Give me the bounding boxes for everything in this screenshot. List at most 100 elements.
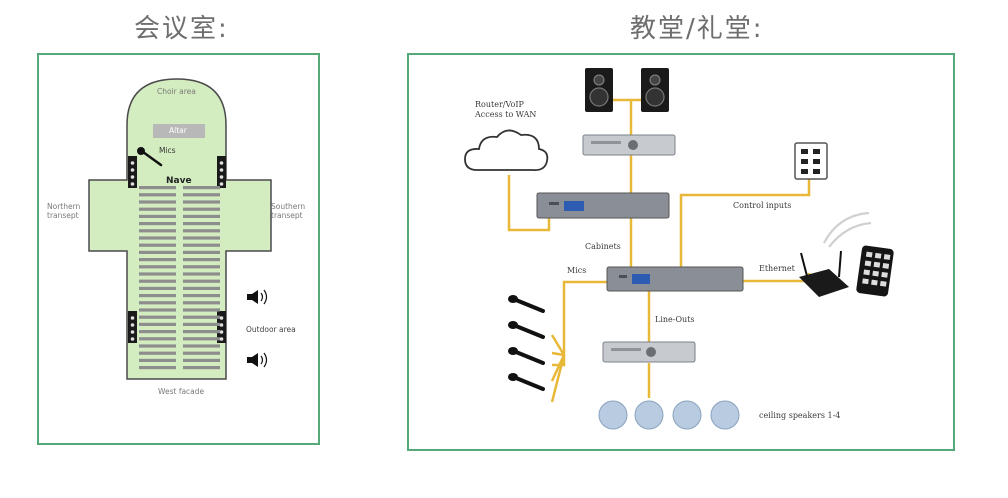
- tablet-icon: [856, 245, 894, 297]
- outdoor-area-label: Outdoor area: [246, 325, 296, 334]
- choir-area-label: Choir area: [157, 87, 196, 96]
- pew-bar: [183, 366, 220, 370]
- pew-bar: [139, 229, 176, 233]
- line-out-amplifier-icon: [602, 341, 696, 363]
- pew-bar: [139, 315, 176, 319]
- pew-bar: [183, 272, 220, 276]
- pew-bar: [183, 344, 220, 348]
- pew-bar: [183, 214, 220, 218]
- pew-bar: [183, 330, 220, 334]
- ceiling-speaker-icon: [598, 400, 628, 430]
- altar-block: [153, 124, 205, 138]
- pew-bar: [139, 301, 176, 305]
- router-icon: [799, 211, 872, 297]
- outdoor-speaker-icon: [247, 289, 268, 305]
- pew-bar: [183, 207, 220, 211]
- church-outline: [88, 78, 272, 380]
- ceiling-speakers: [598, 400, 740, 430]
- loudspeaker-icon: [585, 68, 613, 112]
- pew-bar: [183, 229, 220, 233]
- pew-bar: [183, 286, 220, 290]
- nave-label: Nave: [166, 176, 192, 186]
- northern-transept-label: Northern transept: [47, 202, 81, 220]
- microphones: [508, 295, 545, 391]
- pew-bar: [139, 236, 176, 240]
- speaker-column-icon: [128, 156, 137, 188]
- network-drawing: [464, 68, 894, 430]
- pew-bar: [183, 193, 220, 197]
- pew-bar: [139, 222, 176, 226]
- speaker-column-icon: [217, 156, 226, 188]
- speaker-column-icon: [217, 311, 226, 343]
- pew-bar: [183, 258, 220, 262]
- microphone-icon: [508, 295, 545, 313]
- pew-bar: [139, 358, 176, 362]
- ethernet-label: Ethernet: [759, 264, 795, 273]
- pew-bar: [183, 294, 220, 298]
- pew-bar: [183, 322, 220, 326]
- floorplan-panel: Choir area Altar Mics Nave Northern tran…: [37, 53, 320, 445]
- pew-bar: [139, 207, 176, 211]
- pew-rows: [139, 186, 220, 370]
- amplifier-icon: [582, 134, 676, 156]
- pew-bar: [183, 279, 220, 283]
- pew-bar: [139, 272, 176, 276]
- pew-bar: [183, 236, 220, 240]
- pew-bar: [139, 250, 176, 254]
- pew-bar: [183, 200, 220, 204]
- pew-bar: [183, 308, 220, 312]
- pew-bar: [183, 186, 220, 190]
- control-inputs-label: Control inputs: [733, 201, 792, 210]
- router-voip-label: Router/VoIP Access to WAN: [475, 100, 537, 119]
- ceiling-speaker-icon: [634, 400, 664, 430]
- pew-bar: [139, 344, 176, 348]
- pew-bar: [183, 250, 220, 254]
- pew-bar: [139, 286, 176, 290]
- pew-bar: [183, 301, 220, 305]
- pew-bar: [139, 330, 176, 334]
- ceiling-speakers-label: ceiling speakers 1-4: [759, 411, 841, 420]
- ceiling-speaker-icon: [710, 400, 740, 430]
- ceiling-speaker-icon: [672, 400, 702, 430]
- pew-bar: [139, 193, 176, 197]
- pew-bar: [139, 214, 176, 218]
- microphone-icon: [137, 147, 163, 167]
- mics-label: Mics: [159, 146, 176, 155]
- pew-bar: [139, 265, 176, 269]
- cloud-icon: [464, 129, 549, 171]
- pew-bar: [183, 337, 220, 341]
- meeting-room-heading: 会议室:: [134, 14, 229, 44]
- wiring: [507, 98, 811, 403]
- line-outs-label: Line-Outs: [655, 315, 695, 324]
- pew-bar: [183, 265, 220, 269]
- pew-bar: [139, 308, 176, 312]
- pew-bar: [139, 351, 176, 355]
- microphone-icon: [508, 347, 545, 365]
- pew-bar: [139, 186, 176, 190]
- network-panel: Router/VoIP Access to WAN Control inputs…: [407, 53, 955, 451]
- mics-label: Mics: [567, 266, 587, 275]
- pew-bar: [139, 200, 176, 204]
- pew-bar: [139, 258, 176, 262]
- pew-bar: [183, 358, 220, 362]
- pew-bar: [139, 337, 176, 341]
- pew-bar: [139, 294, 176, 298]
- main-unit-icon: [606, 266, 744, 292]
- cabinets-label: Cabinets: [585, 242, 621, 251]
- church-hall-heading: 教堂/礼堂:: [630, 14, 764, 44]
- southern-transept-label: Southern transept: [271, 202, 306, 220]
- microphone-icon: [508, 373, 545, 391]
- loudspeaker-icon: [641, 68, 669, 112]
- cabinet-unit-icon: [536, 192, 670, 219]
- pew-bar: [183, 351, 220, 355]
- control-panel-icon: [794, 142, 828, 180]
- pew-bar: [139, 322, 176, 326]
- microphone-icon: [508, 321, 545, 339]
- west-facade-label: West facade: [158, 387, 205, 396]
- speaker-column-icon: [128, 311, 137, 343]
- altar-label: Altar: [169, 126, 187, 135]
- floorplan-drawing: [88, 78, 272, 380]
- pew-bar: [183, 243, 220, 247]
- pew-bar: [139, 279, 176, 283]
- pew-bar: [183, 222, 220, 226]
